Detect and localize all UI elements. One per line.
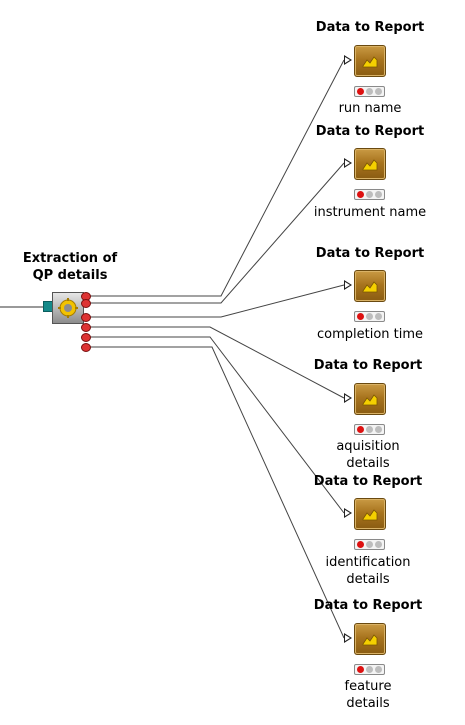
data-to-report-icon — [362, 394, 378, 406]
source-output-port-4[interactable] — [81, 323, 91, 332]
data-to-report-icon — [362, 56, 378, 68]
node-status-indicator — [354, 311, 385, 322]
report-input-port[interactable] — [344, 280, 352, 290]
connection-completion-time[interactable] — [88, 284, 345, 318]
report-node-label: run name — [338, 101, 402, 116]
report-node-title: Data to Report — [315, 20, 425, 35]
report-input-port[interactable] — [344, 393, 352, 403]
report-input-port[interactable] — [344, 508, 352, 518]
connection-run-name[interactable] — [88, 59, 345, 297]
report-node-label: aquisition details — [336, 439, 400, 471]
extraction-gear-icon — [58, 298, 78, 318]
report-node-label: completion time — [316, 327, 424, 342]
extraction-node-icon[interactable] — [52, 292, 84, 324]
data-to-report-icon — [362, 281, 378, 293]
report-node-title: Data to Report — [313, 598, 423, 613]
report-node-title: Data to Report — [315, 124, 425, 139]
report-input-port[interactable] — [344, 55, 352, 65]
source-output-port-6[interactable] — [81, 343, 91, 352]
connection-instrument-name[interactable] — [88, 162, 345, 304]
data-to-report-icon — [362, 634, 378, 646]
data-to-report-icon — [362, 159, 378, 171]
report-input-port[interactable] — [344, 158, 352, 168]
report-node-icon[interactable] — [354, 45, 386, 77]
report-node-icon[interactable] — [354, 498, 386, 530]
report-node-title: Data to Report — [313, 474, 423, 489]
node-status-indicator — [354, 189, 385, 200]
node-status-indicator — [354, 424, 385, 435]
source-output-port-5[interactable] — [81, 333, 91, 342]
report-node-label: instrument name — [313, 205, 427, 220]
data-to-report-icon — [362, 509, 378, 521]
source-output-port-3[interactable] — [81, 313, 91, 322]
report-node-icon[interactable] — [354, 148, 386, 180]
node-status-indicator — [354, 664, 385, 675]
connection-feature-details[interactable] — [88, 346, 345, 639]
connection-identification-details[interactable] — [88, 336, 345, 514]
report-node-title: Data to Report — [313, 358, 423, 373]
connection-acquisition-details[interactable] — [88, 326, 345, 399]
report-node-label: feature details — [344, 679, 392, 711]
report-node-icon[interactable] — [354, 270, 386, 302]
source-node-title: Extraction of QP details — [22, 251, 118, 283]
report-node-label: identification details — [325, 555, 411, 587]
source-output-port-2[interactable] — [81, 299, 91, 308]
node-status-indicator — [354, 539, 385, 550]
node-status-indicator — [354, 86, 385, 97]
report-node-icon[interactable] — [354, 383, 386, 415]
report-node-title: Data to Report — [315, 246, 425, 261]
report-input-port[interactable] — [344, 633, 352, 643]
report-node-icon[interactable] — [354, 623, 386, 655]
